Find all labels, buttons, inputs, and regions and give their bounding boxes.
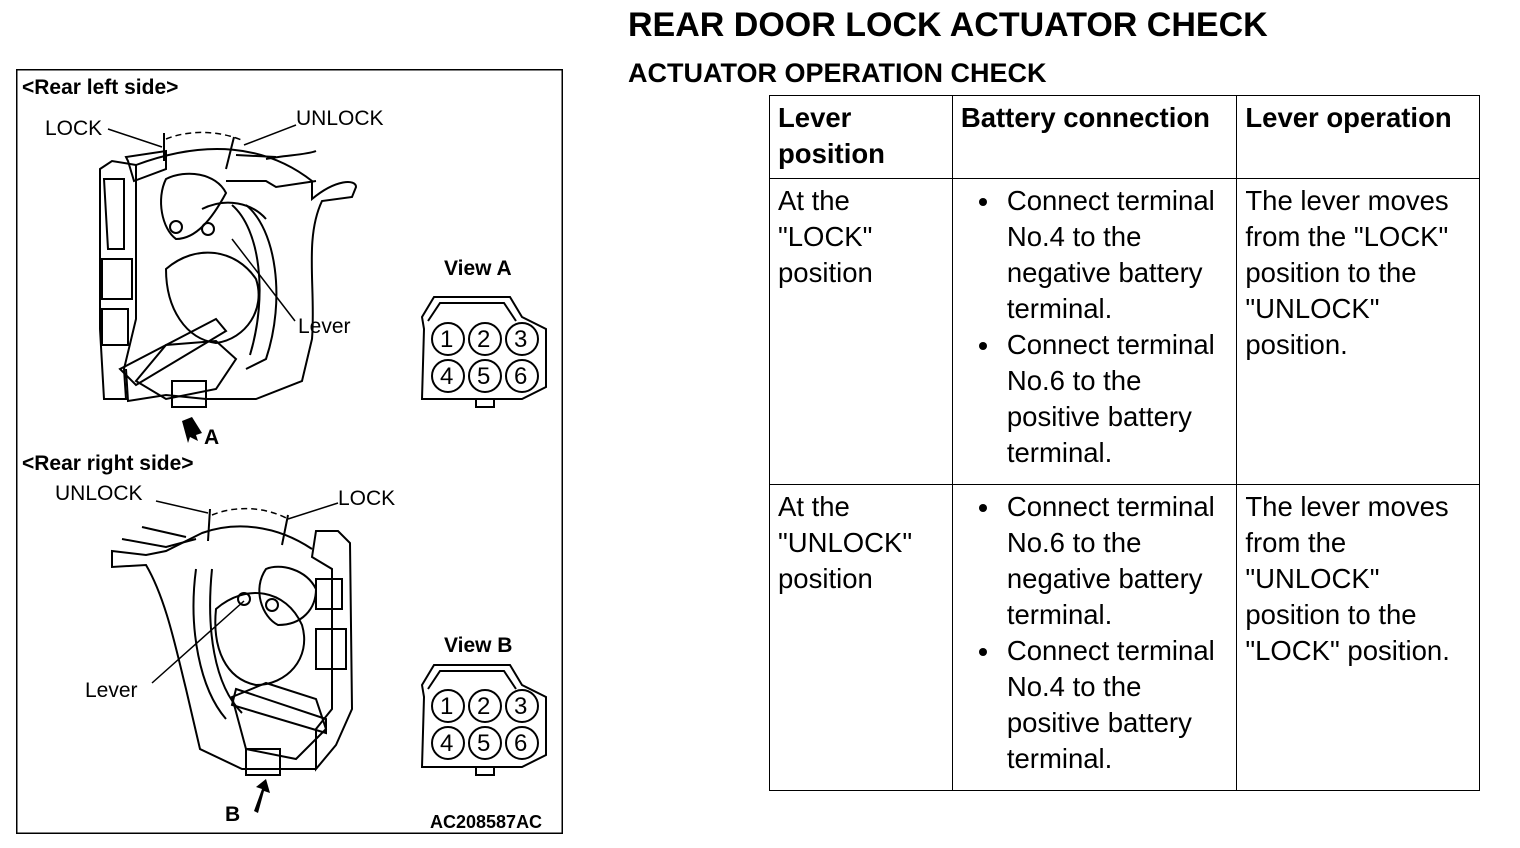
rear-right-actuator	[111, 508, 354, 776]
pin-a-1: 1	[440, 326, 454, 353]
connector-view-b-pins	[431, 689, 539, 760]
connector-view-b	[420, 664, 547, 776]
connection-list: Connect terminal No.4 to the negative ba…	[961, 183, 1229, 471]
pin-b-5: 5	[477, 730, 491, 757]
actuator-figure: <Rear left side> LOCK UNLOCK Lever View …	[16, 69, 563, 834]
connection-item: Connect terminal No.4 to the negative ba…	[978, 183, 1229, 327]
figure-code: AC208587AC	[430, 812, 543, 832]
header-lever-operation: Lever operation	[1236, 95, 1480, 179]
connection-item: Connect terminal No.4 to the positive ba…	[978, 633, 1229, 777]
pin-a-6: 6	[514, 363, 528, 390]
table-row: At the "UNLOCK" position Connect termina…	[769, 484, 1480, 791]
view-b-label: View B	[444, 634, 513, 657]
rear-right-side-label: <Rear right side>	[22, 452, 194, 475]
arrow-a-label: A	[204, 426, 220, 449]
rear-left-side-label: <Rear left side>	[22, 76, 179, 99]
pin-a-4: 4	[440, 363, 454, 390]
rear-left-actuator	[99, 133, 358, 408]
pin-b-1: 1	[440, 693, 454, 720]
unlock-label-right: UNLOCK	[55, 482, 143, 505]
lever-label-left: Lever	[298, 315, 351, 338]
arrow-b-label: B	[225, 803, 241, 826]
connection-item: Connect terminal No.6 to the positive ba…	[978, 327, 1229, 471]
table-header-row: Lever position Battery connection Lever …	[769, 95, 1480, 179]
pin-b-4: 4	[440, 730, 454, 757]
pin-a-2: 2	[477, 326, 491, 353]
section-subtitle: ACTUATOR OPERATION CHECK	[628, 58, 1047, 88]
actuator-drawing	[16, 69, 563, 834]
view-a-label: View A	[444, 257, 512, 280]
connector-view-a-pins	[431, 322, 539, 393]
lock-label-right: LOCK	[338, 487, 396, 510]
lever-position-cell: At the "LOCK" position	[769, 178, 953, 485]
connection-list: Connect terminal No.6 to the negative ba…	[961, 489, 1229, 777]
lever-operation-cell: The lever moves from the "LOCK" position…	[1236, 178, 1480, 485]
lever-position-cell: At the "UNLOCK" position	[769, 484, 953, 791]
connector-view-a	[420, 296, 547, 408]
battery-connection-cell: Connect terminal No.6 to the negative ba…	[951, 484, 1238, 791]
battery-connection-cell: Connect terminal No.4 to the negative ba…	[951, 178, 1238, 485]
table-row: At the "LOCK" position Connect terminal …	[769, 178, 1480, 485]
page-title: REAR DOOR LOCK ACTUATOR CHECK	[628, 6, 1268, 44]
pin-b-2: 2	[477, 693, 491, 720]
connection-item: Connect terminal No.6 to the negative ba…	[978, 489, 1229, 633]
lock-label-left: LOCK	[45, 117, 103, 140]
header-lever-position: Lever position	[769, 95, 953, 179]
actuator-operation-table: Lever position Battery connection Lever …	[769, 95, 1480, 791]
pin-b-6: 6	[514, 730, 528, 757]
pin-a-3: 3	[514, 326, 528, 353]
unlock-label-left: UNLOCK	[296, 107, 384, 130]
lever-operation-cell: The lever moves from the "UNLOCK" positi…	[1236, 484, 1480, 791]
lever-label-right: Lever	[85, 679, 138, 702]
pin-a-5: 5	[477, 363, 491, 390]
header-battery-connection: Battery connection	[951, 95, 1238, 179]
pin-b-3: 3	[514, 693, 528, 720]
